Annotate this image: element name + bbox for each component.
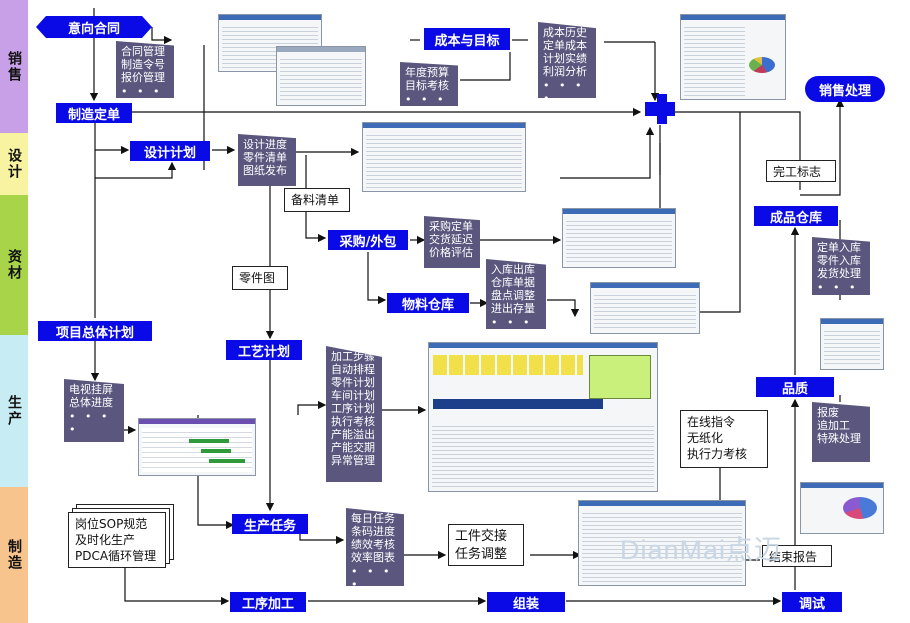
note-finished: 定单入库零件入库发货处理 • • • • bbox=[812, 237, 870, 295]
screenshot-order-table bbox=[276, 46, 366, 106]
gantt-bar bbox=[209, 459, 245, 463]
screenshot-design bbox=[362, 122, 526, 192]
manufacturing-order-node[interactable]: 制造定单 bbox=[56, 103, 132, 123]
schedule-strip bbox=[433, 355, 583, 375]
note-purchase: 采购定单交货延迟价格评估 bbox=[424, 216, 480, 268]
note-tv-screen: 电视挂屏总体进度 • • • • bbox=[64, 379, 124, 442]
screenshot-cost-report bbox=[680, 14, 786, 100]
watermark: DianMai点迈 bbox=[620, 535, 783, 565]
gantt-bar bbox=[201, 449, 231, 453]
overall-plan-node[interactable]: 项目总体计划 bbox=[38, 321, 152, 341]
note-quality: 报废追加工特殊处理 bbox=[812, 402, 870, 462]
production-task-node[interactable]: 生产任务 bbox=[232, 514, 308, 534]
note-budget: 年度预算目标考核 • • • • bbox=[400, 62, 458, 106]
finished-warehouse-node[interactable]: 成品仓库 bbox=[754, 206, 838, 226]
doc-completion-flag: 完工标志 bbox=[766, 160, 836, 182]
material-warehouse-node[interactable]: 物料仓库 bbox=[387, 293, 469, 313]
sales-processing-node[interactable]: 销售处理 bbox=[818, 83, 871, 99]
doc-parts-drawing: 零件图 bbox=[232, 266, 288, 290]
pie-icon bbox=[843, 497, 877, 519]
doc-stock-list: 备料清单 bbox=[284, 188, 350, 212]
pie-icon bbox=[749, 57, 775, 73]
design-plan-node[interactable]: 设计计划 bbox=[130, 141, 210, 161]
lane-material: 资材 bbox=[0, 195, 28, 335]
status-panel bbox=[589, 355, 651, 399]
note-cost-history: 成本历史定单成本计划实绩利润分析 • • • • bbox=[538, 22, 596, 98]
lane-production: 生产 bbox=[0, 335, 28, 487]
lane-sales: 销售 bbox=[0, 0, 28, 133]
hub-cross bbox=[645, 94, 675, 124]
screenshot-warehouse bbox=[590, 282, 700, 334]
cost-target-node[interactable]: 成本与目标 bbox=[424, 28, 510, 50]
intent-contract-node[interactable]: 意向合同 bbox=[67, 21, 120, 37]
screenshot-quality bbox=[800, 482, 884, 534]
purchase-outsource-node[interactable]: 采购/外包 bbox=[328, 230, 408, 250]
assembly-node[interactable]: 组装 bbox=[487, 592, 565, 612]
quality-node[interactable]: 品质 bbox=[756, 377, 834, 397]
debugging-node[interactable]: 调试 bbox=[782, 592, 842, 612]
doc-handover: 工件交接任务调整 bbox=[448, 524, 524, 566]
intent-contract-shape bbox=[36, 16, 152, 38]
doc-online-instruction: 在线指令无纸化执行力考核 bbox=[680, 410, 768, 468]
note-design-progress: 设计进度零件清单图纸发布 bbox=[238, 134, 296, 186]
screenshot-gantt bbox=[138, 418, 256, 476]
doc-end-report: 结束报告 bbox=[762, 545, 832, 567]
screenshot-barcode bbox=[578, 500, 746, 586]
process-machining-node[interactable]: 工序加工 bbox=[230, 592, 306, 612]
lane-design: 设计 bbox=[0, 133, 28, 195]
lane-manufacture: 制造 bbox=[0, 487, 28, 623]
screenshot-finished bbox=[820, 318, 884, 370]
note-process: 加工步骤自动排程零件计划车间计划工序计划执行考核产能溢出产能交期异常管理 bbox=[326, 346, 382, 482]
timeline-strip bbox=[433, 399, 603, 409]
note-daily: 每日任务条码进度绩效考核效率图表 • • • • bbox=[346, 508, 404, 586]
sales-processing-shape bbox=[805, 76, 885, 102]
note-warehouse: 入库出库仓库单据盘点调整进出存量 • • • • bbox=[486, 259, 546, 329]
gantt-bar bbox=[189, 439, 229, 443]
screenshot-scheduling bbox=[428, 342, 658, 492]
screenshot-purchase bbox=[562, 208, 676, 268]
process-plan-node[interactable]: 工艺计划 bbox=[226, 340, 302, 360]
